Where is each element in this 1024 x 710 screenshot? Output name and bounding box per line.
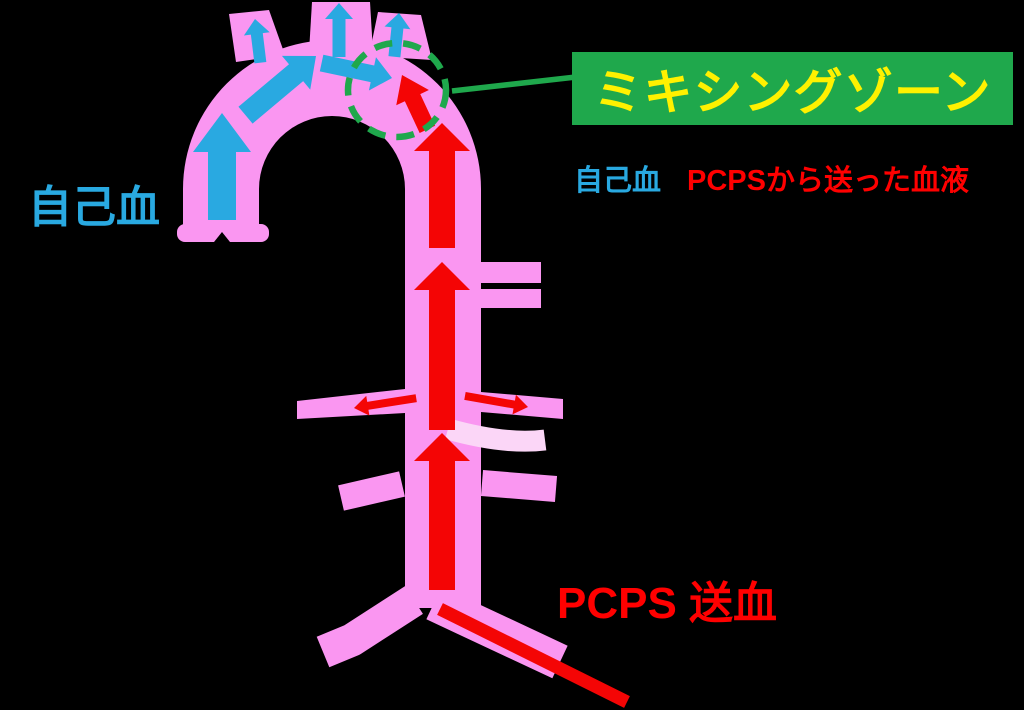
mixing-zone-label-box: ミキシングゾーン [572,52,1013,125]
aortic-root [177,224,269,242]
lower-branch-right [480,470,558,502]
pcps-blood-arrows [354,75,630,708]
pcps-mixing-zone-arrow [396,75,436,133]
own-blood-arch-arrow-horizontal [319,54,392,91]
lower-branch-left [338,471,405,511]
mid-branch-left [297,389,405,419]
own-blood-arch-arrow-diagonal [238,55,316,124]
pcps-side-arrow-right [464,391,528,415]
aorta-vessels [177,2,568,679]
right-branch-upper-2 [481,289,541,308]
own-blood-branch-arrow-1 [243,19,270,64]
own-blood-label: 自己血 [28,183,160,232]
pcps-descending-arrow-top [414,123,470,248]
pale-branch [445,418,547,452]
own-blood-ascending-arrow [193,113,251,220]
pcps-descending-arrow-bottom [414,433,470,590]
pcps-cannula [437,603,630,708]
legend-own-blood: 自己血 [574,165,662,197]
mixing-zone-callout-line [451,74,577,94]
mixing-zone-circle [344,39,450,141]
right-branch-upper-1 [481,262,541,283]
mixing-zone-marker [344,39,577,141]
own-blood-branch-arrow-2 [325,3,353,57]
aortic-root-notch [214,232,230,242]
aorta-body [183,40,481,608]
iliac-left [316,586,423,668]
pcps-side-arrow-left [354,394,417,416]
own-blood-arrows [193,3,411,220]
pcps-descending-arrow-middle [414,262,470,430]
pcps-supply-label: PCPS 送血 [557,579,778,628]
legend-pcps-blood: PCPSから送った血液 [687,165,969,197]
mixing-zone-label: ミキシングゾーン [593,66,992,120]
